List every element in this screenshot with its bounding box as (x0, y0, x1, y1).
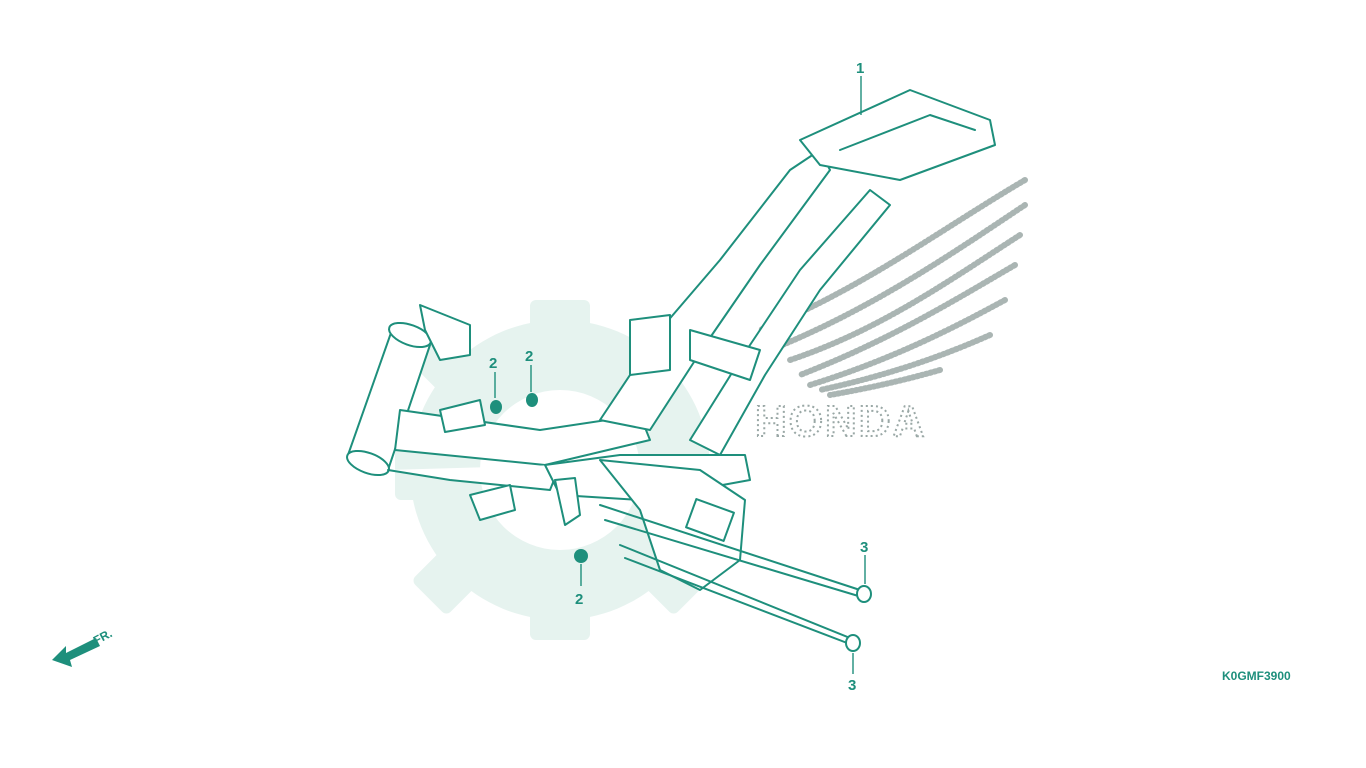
bolt-head-part (845, 634, 861, 652)
callout-number-3: 3 (860, 539, 868, 556)
nut-part (526, 393, 538, 407)
callout-number-3: 3 (848, 677, 856, 694)
scooter-frame (346, 89, 996, 647)
bolt-head-part (856, 585, 872, 603)
leader-lines (494, 76, 866, 674)
diagram-code: K0GMF3900 (1222, 669, 1291, 683)
callout-number-2: 2 (489, 355, 497, 372)
nut-part (490, 400, 502, 414)
callout-number-2: 2 (525, 348, 533, 365)
callout-number-1: 1 (856, 60, 864, 77)
front-direction-arrow-icon: FR. (52, 626, 114, 667)
watermark-brand-text: HONDA (755, 397, 926, 446)
nut-part (574, 549, 588, 563)
watermark-wing-logo-icon (757, 177, 1028, 398)
callout-number-2: 2 (575, 591, 583, 608)
